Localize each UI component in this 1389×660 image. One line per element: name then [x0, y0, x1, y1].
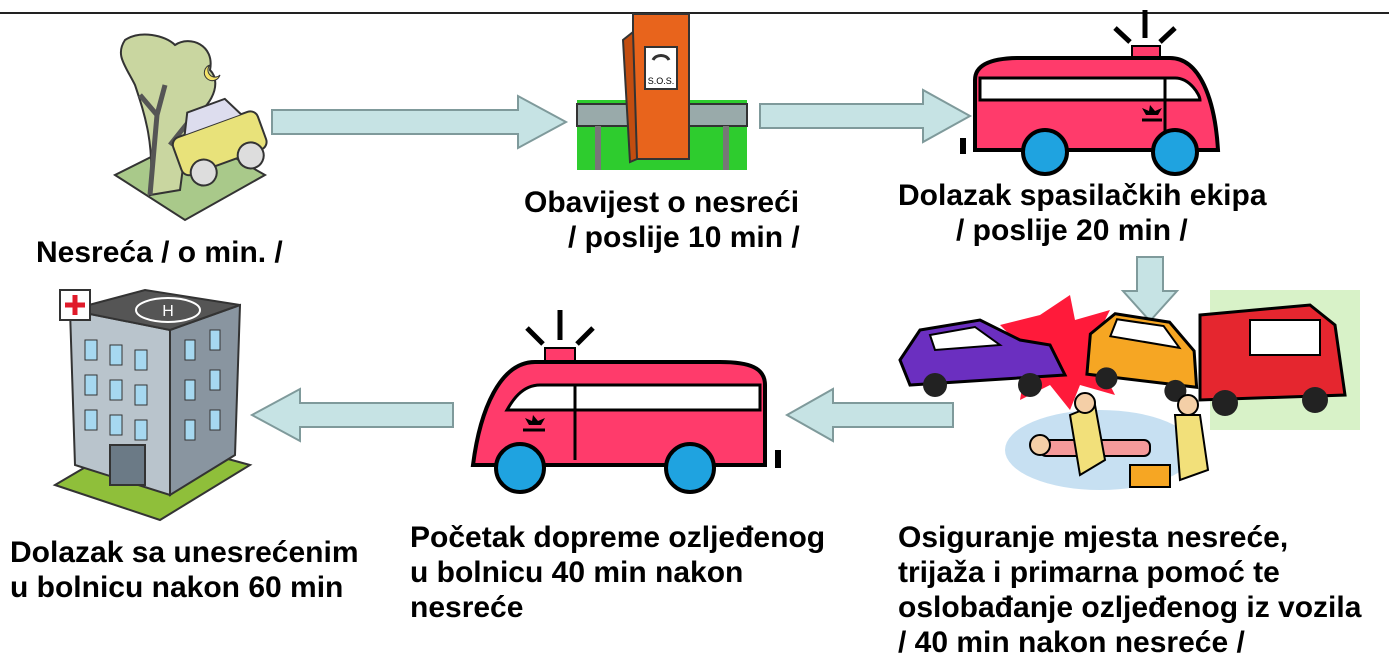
step-hospital-arrival-label: Dolazak sa unesrećenim u bolnicu nakon 6…	[10, 536, 359, 604]
step-scene-securing-label: Osiguranje mjesta nesreće, trijaža i pri…	[898, 521, 1362, 659]
step-notification-label: Obavijest o nesreći / poslije 10 min /	[524, 186, 800, 254]
car-crash-tree-icon	[112, 33, 268, 222]
ambulance-transport-icon	[470, 310, 781, 494]
step-rescue-arrival-label: Dolazak spasilačkih ekipa / poslije 20 m…	[898, 179, 1267, 247]
sos-sign-text: S.O.S.	[648, 76, 675, 86]
hospital-icon: H	[52, 288, 253, 522]
crash-scene-icon	[898, 290, 1360, 490]
arrow-right-2	[759, 88, 973, 144]
arrow-right-1	[271, 94, 569, 150]
arrow-down	[1120, 256, 1180, 323]
ambulance-icon	[960, 10, 1221, 176]
helipad-letter: H	[162, 303, 174, 320]
arrow-left-1	[784, 387, 954, 443]
arrow-left-2	[249, 387, 454, 443]
step-accident-label: Nesreća / o min. /	[36, 236, 283, 269]
sos-phone-icon: S.O.S.	[576, 13, 748, 170]
top-rule	[0, 12, 1389, 14]
step-transport-start-label: Početak dopreme ozljeđenog u bolnicu 40 …	[410, 521, 826, 624]
